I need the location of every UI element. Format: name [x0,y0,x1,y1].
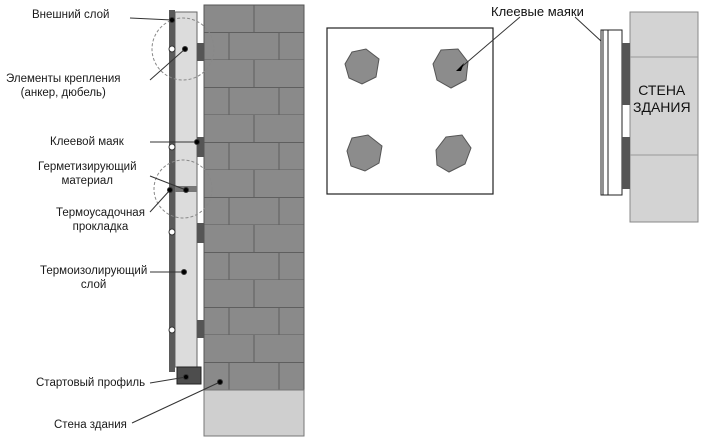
glue-beacon-spots [344,48,472,173]
anchor-heads [168,45,176,334]
side-glue-top [622,43,630,105]
building-wall-block [629,11,699,223]
beacon-arrow-head [456,63,464,71]
label-glue-beacons: Клеевые маяки [491,4,584,19]
fastener-highlight-circle [151,17,215,81]
brick-wall [203,4,305,391]
label-building-wall: Стена здания [54,419,127,431]
label-glue-beacon: Клеевой маяк [50,136,124,148]
label-fasteners: Элементы крепления (анкер, дюбель) [6,73,121,99]
side-outer-sheet [602,29,609,196]
start-profile [176,366,202,385]
label-outer-layer: Внешний слой [32,9,110,21]
leader-lines [129,17,223,424]
label-insulation: Термоизолирующий слой [40,265,148,291]
anchor-elements [197,43,204,338]
sealant-highlight-circle [153,159,213,219]
label-sealant: Герметизирующий материал [38,161,137,187]
label-wall-caption: СТЕНА ЗДАНИЯ [633,82,691,115]
wall-base [203,389,305,437]
label-start-profile: Стартовый профиль [36,377,146,389]
side-glue-bottom [622,137,630,189]
label-shrink-gasket: Термоусадочная прокладка [56,207,145,233]
